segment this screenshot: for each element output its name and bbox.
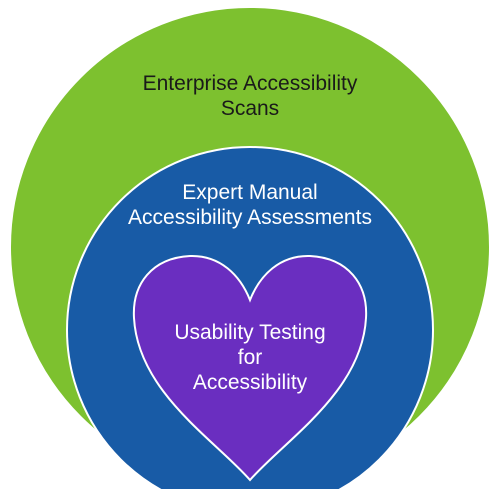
heart-shape <box>132 254 368 482</box>
